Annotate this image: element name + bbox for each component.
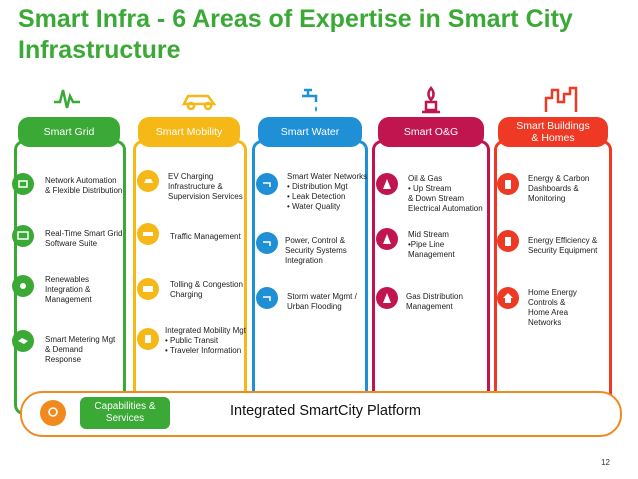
header-smart-og: Smart O&G [378,117,484,147]
water-tap-icon [302,88,318,112]
header-smart-mobility: Smart Mobility [138,117,240,147]
head-icon [40,400,66,426]
platform-label: Integrated SmartCity Platform [230,403,421,419]
home-icon [497,287,519,309]
grid-item-4: Smart Metering Mgt & Demand Response [45,335,116,364]
capabilities-box: Capabilities & Services [80,397,170,429]
oil-rig-icon [376,228,398,250]
tap-icon [256,232,278,254]
oil-rig-icon [376,173,398,195]
buildings-item-2: Energy Efficiency & Security Equipment [528,236,598,255]
mobility-item-4: Integrated Mobility Mgt • Public Transit… [165,326,246,355]
header-smart-grid: Smart Grid [18,117,120,147]
og-item-1: Oil & Gas • Up Stream & Down Stream Elec… [408,174,483,213]
page-number: 12 [601,458,610,467]
page-title: Smart Infra - 6 Areas of Expertise in Sm… [18,5,573,64]
buildings-icon [544,86,578,112]
header-smart-water: Smart Water [258,117,362,147]
tap-icon [256,287,278,309]
network-plug-icon [12,173,34,195]
handshake-icon [12,330,34,352]
electric-wave-icon [54,89,80,109]
monitor-icon [12,225,34,247]
sun-icon [12,275,34,297]
buildings-item-1: Energy & Carbon Dashboards & Monitoring [528,174,590,203]
og-item-2: Mid Stream •Pipe Line Management [408,230,455,259]
electric-car-icon [181,94,217,111]
water-item-2: Power, Control & Security Systems Integr… [285,236,347,265]
buildings-item-3: Home Energy Controls & Home Area Network… [528,288,577,327]
water-item-1: Smart Water Networks • Distribution Mgt … [287,172,368,211]
oil-flame-icon [422,86,440,114]
ev-charging-icon [137,170,159,192]
bus-icon [137,278,159,300]
transit-icon [137,328,159,350]
grid-item-3: Renewables Integration & Management [45,275,92,304]
oil-rig-icon [376,287,398,309]
grid-item-1: Network Automation & Flexible Distributi… [45,176,123,195]
header-smart-buildings: Smart Buildings & Homes [498,117,608,147]
mobility-item-1: EV Charging Infrastructure & Supervision… [168,172,243,201]
car-icon [137,223,159,245]
mobility-item-2: Traffic Management [170,232,241,241]
building-icon [497,173,519,195]
water-item-3: Storm water Mgmt / Urban Flooding [287,292,357,311]
capabilities-label: Capabilities & Services [94,401,156,424]
grid-item-2: Real-Time Smart Grid Software Suite [45,229,123,248]
building-icon [497,230,519,252]
mobility-item-3: Tolling & Congestion Charging [170,280,243,299]
og-item-3: Gas Distribution Management [406,292,463,311]
tap-icon [256,173,278,195]
